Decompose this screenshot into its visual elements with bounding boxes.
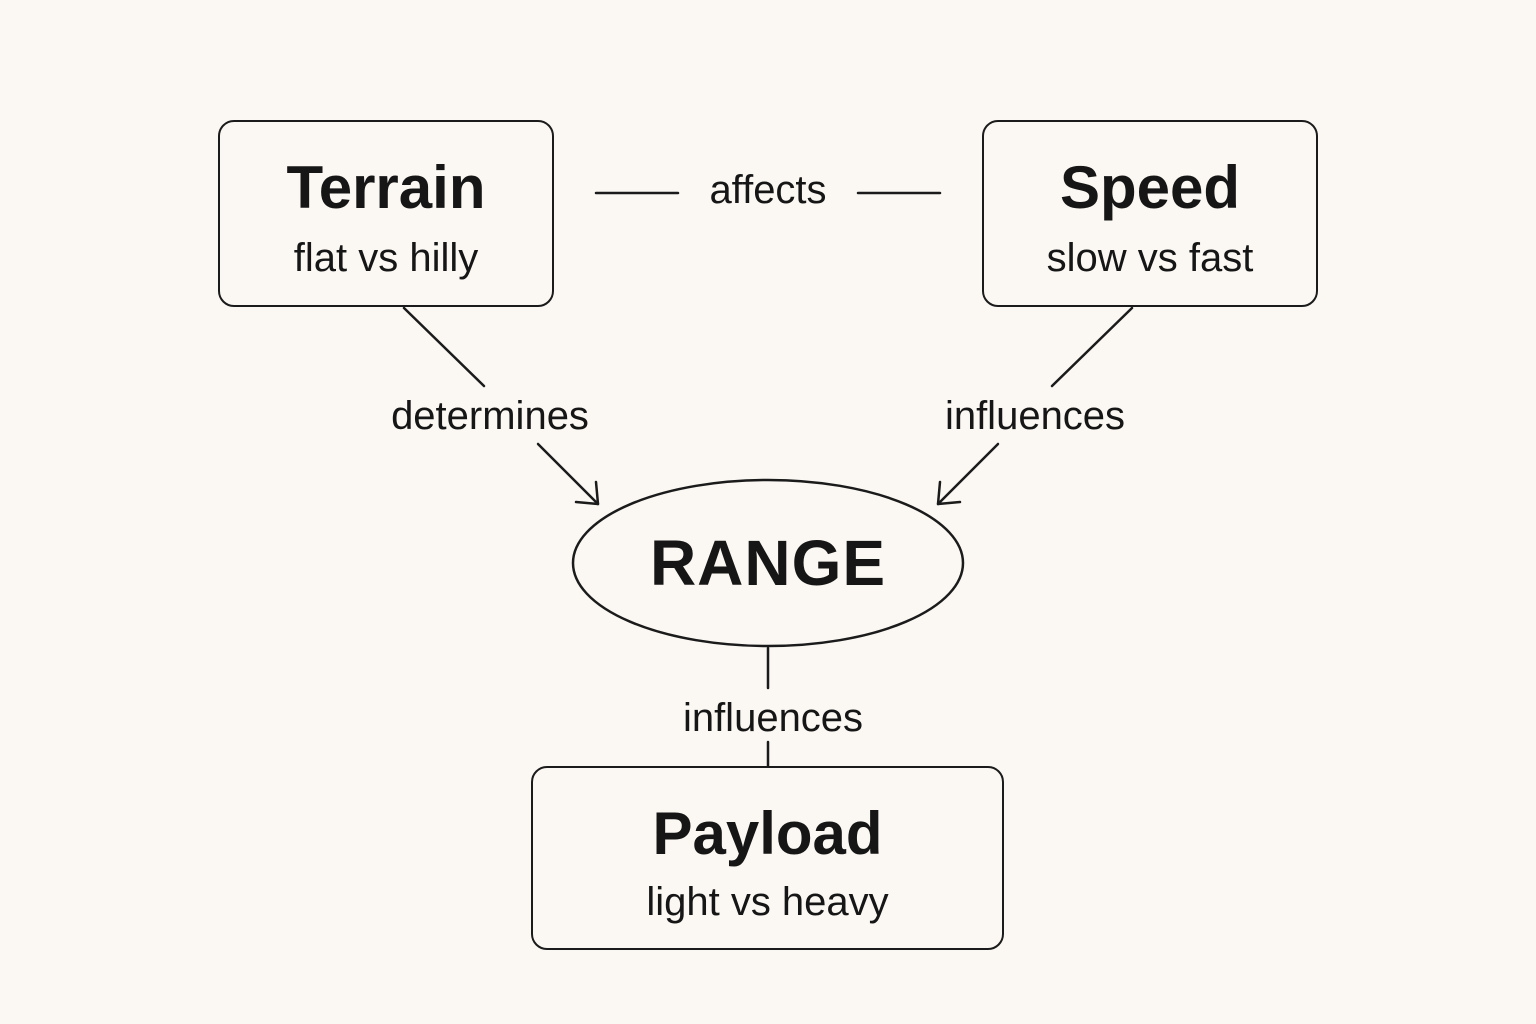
node-speed-subtitle: slow vs fast	[1046, 236, 1254, 280]
node-payload: Payload light vs heavy	[531, 766, 1004, 950]
node-payload-title: Payload	[652, 800, 883, 867]
edge-label-determines: determines	[380, 396, 600, 436]
node-payload-subtitle: light vs heavy	[646, 880, 889, 924]
range-ellipse	[571, 478, 965, 648]
edge-terrain-range-upper-line	[402, 306, 486, 388]
node-speed: Speed slow vs fast	[982, 120, 1318, 307]
edge-label-influences-payload: influences	[668, 698, 878, 738]
edge-speed-range-arrowhead	[936, 480, 962, 506]
edge-terrain-range-arrowhead	[574, 480, 600, 506]
node-terrain-subtitle: flat vs hilly	[293, 236, 479, 280]
node-speed-title: Speed	[1059, 154, 1241, 221]
edge-terrain-range-lower-line	[536, 442, 600, 506]
node-terrain: Terrain flat vs hilly	[218, 120, 554, 307]
node-range-title: RANGE	[649, 527, 887, 599]
edge-label-affects: affects	[688, 170, 848, 210]
node-terrain-title: Terrain	[286, 154, 486, 221]
edge-speed-range-upper-line	[1050, 306, 1134, 388]
edge-speed-range-lower-line	[936, 442, 1000, 506]
edge-label-influences-speed: influences	[930, 396, 1140, 436]
